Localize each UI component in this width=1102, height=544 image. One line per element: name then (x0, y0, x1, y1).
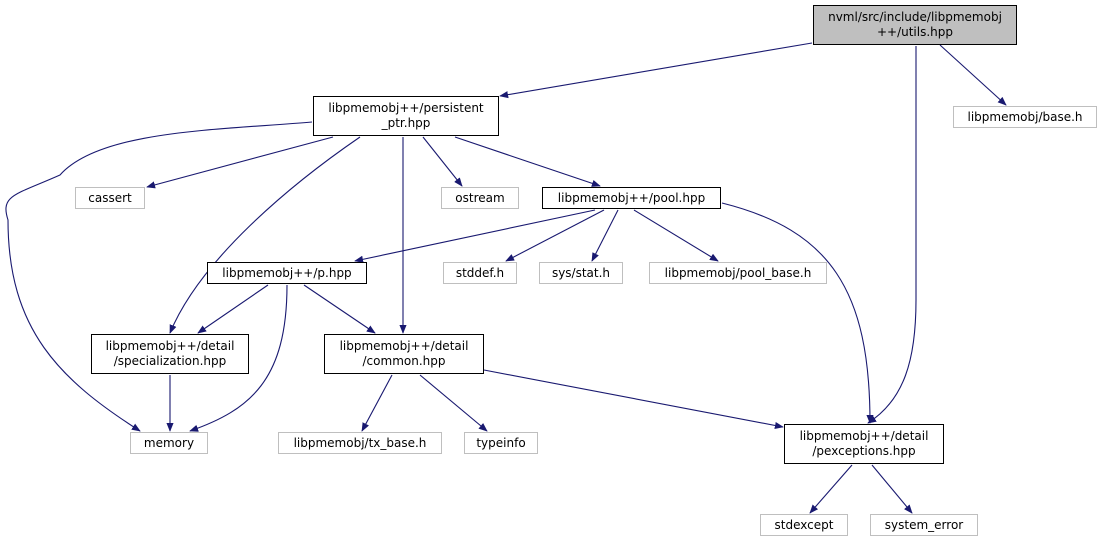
node-label-line: ostream (455, 190, 505, 205)
edge-pool_hpp-to-pexceptions (721, 202, 874, 424)
edge-persistent_ptr-to-ostream (422, 136, 463, 187)
edge-common-to-tx_base (361, 374, 393, 432)
node-stddef: stddef.h (443, 262, 517, 284)
node-label-line: libpmemobj++/detail (105, 339, 235, 353)
node-ostream: ostream (441, 187, 519, 209)
node-typeinfo: typeinfo (464, 432, 538, 454)
node-label-line: nvml/src/include/libpmemobj (828, 10, 1002, 24)
node-stdexcept: stdexcept (760, 514, 848, 536)
node-pool-base-h: libpmemobj/pool_base.h (649, 262, 827, 284)
node-label-line: libpmemobj++/pool.hpp (557, 190, 706, 205)
node-label-line: stddef.h (455, 265, 505, 280)
node-specialization[interactable]: libpmemobj++/detail/specialization.hpp (91, 334, 249, 374)
node-label-line: sys/stat.h (551, 265, 611, 280)
edge-common-to-pexceptions (483, 369, 784, 430)
node-pexceptions[interactable]: libpmemobj++/detail/pexceptions.hpp (784, 424, 944, 464)
edge-p_hpp-to-memory (189, 284, 288, 432)
edge-utils-to-persistent_ptr (499, 42, 813, 99)
node-label-line: /specialization.hpp (113, 354, 227, 368)
node-label-line: cassert (88, 190, 132, 205)
node-label-line: /pexceptions.hpp (812, 444, 916, 458)
edge-utils-to-base_h (939, 44, 1007, 106)
node-label-line: libpmemobj++/p.hpp (222, 265, 352, 280)
node-label-line: libpmemobj++/detail (799, 429, 929, 443)
edge-persistent_ptr-to-specialization (169, 136, 361, 334)
node-label-line: system_error (884, 517, 964, 532)
node-label-line: memory (143, 435, 195, 450)
edge-pool_hpp-to-pool_base_h (633, 209, 719, 262)
edge-utils-to-pexceptions (867, 46, 917, 424)
edge-pool_hpp-to-sys_stat (591, 209, 619, 262)
node-pool-hpp[interactable]: libpmemobj++/pool.hpp (542, 187, 721, 209)
edge-pool_hpp-to-stddef (505, 209, 605, 262)
node-persistent-ptr[interactable]: libpmemobj++/persistent_ptr.hpp (313, 96, 499, 136)
node-label-line: stdexcept (774, 517, 834, 532)
edge-pexceptions-to-system_error (871, 464, 913, 514)
node-sys-stat: sys/stat.h (539, 262, 623, 284)
node-tx-base: libpmemobj/tx_base.h (278, 432, 442, 454)
node-label-line: /common.hpp (362, 354, 446, 368)
edge-pexceptions-to-stdexcept (809, 464, 853, 514)
node-label-line: typeinfo (476, 435, 526, 450)
node-label-line: libpmemobj++/persistent (328, 101, 484, 115)
node-p-hpp[interactable]: libpmemobj++/p.hpp (207, 262, 367, 284)
node-system-error: system_error (870, 514, 978, 536)
edge-persistent_ptr-to-pool_hpp (454, 136, 601, 187)
edge-p_hpp-to-specialization (197, 284, 269, 334)
node-cassert: cassert (75, 187, 145, 209)
node-label-line: libpmemobj++/detail (339, 339, 469, 353)
node-label-line: libpmemobj/base.h (967, 109, 1083, 124)
edge-persistent_ptr-to-memory (5, 121, 313, 432)
edge-pool_hpp-to-p_hpp (354, 209, 596, 263)
node-label-line: libpmemobj/pool_base.h (664, 265, 812, 280)
edge-common-to-typeinfo (419, 374, 488, 432)
node-base-h: libpmemobj/base.h (953, 106, 1097, 128)
node-utils[interactable]: nvml/src/include/libpmemobj++/utils.hpp (813, 5, 1017, 45)
node-label-line: _ptr.hpp (381, 116, 431, 130)
edge-p_hpp-to-common (303, 284, 376, 334)
node-common[interactable]: libpmemobj++/detail/common.hpp (324, 334, 484, 374)
node-label-line: ++/utils.hpp (876, 25, 954, 39)
node-memory: memory (130, 432, 208, 454)
node-label-line: libpmemobj/tx_base.h (293, 435, 427, 450)
edge-persistent_ptr-to-cassert (146, 136, 334, 189)
